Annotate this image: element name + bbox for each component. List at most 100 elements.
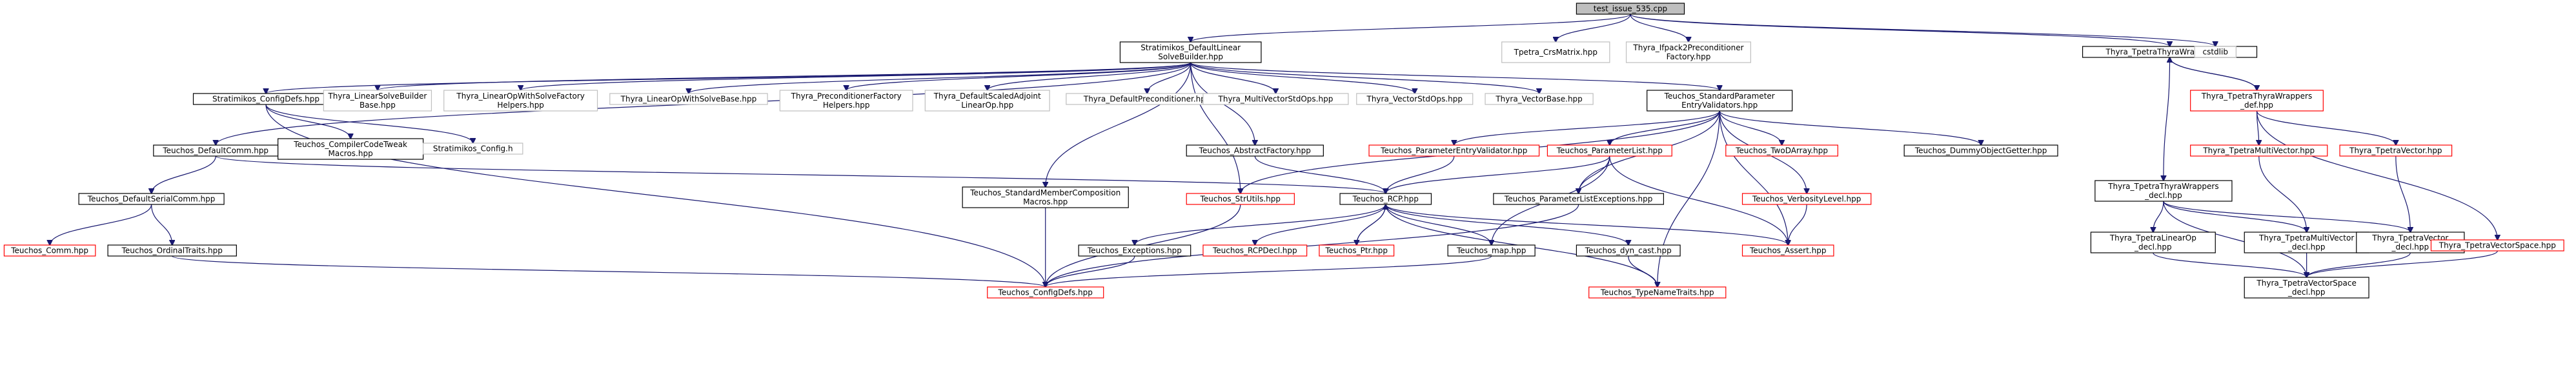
node-teuchos-std-param-validators[interactable]: Teuchos_StandardParameterEntryValidators… (1647, 90, 1793, 112)
node-thyra-tpetra-linear-op-decl[interactable]: Thyra_TpetraLinearOp_decl.hpp (2090, 232, 2216, 253)
node-teuchos-dyn-cast[interactable]: Teuchos_dyn_cast.hpp (1576, 244, 1681, 257)
edge-teuchos_param_list-to-teuchos_param_list_exceptions (1579, 155, 1610, 193)
node-thyra-lows-factory[interactable]: Thyra_LinearOpWithSolveFactoryHelpers.hp… (443, 90, 598, 112)
node-label: Teuchos_DefaultSerialComm.hpp (87, 195, 216, 204)
node-teuchos-verbosity-level[interactable]: Teuchos_VerbosityLevel.hpp (1741, 193, 1872, 205)
node-teuchos-config-defs[interactable]: Teuchos_ConfigDefs.hpp (987, 286, 1104, 299)
edge-thyra_tpetra_mv-to-thyra_tpetra_mv_decl (2258, 155, 2307, 232)
node-tpetra-crs[interactable]: Tpetra_CrsMatrix.hpp (1501, 41, 1610, 63)
node-label: Thyra_TpetraVectorSpace (2256, 279, 2356, 288)
edge-teuchos_param_list-to-teuchos_assert (1609, 155, 1788, 245)
node-teuchos-type-name-traits[interactable]: Teuchos_TypeNameTraits.hpp (1588, 286, 1727, 299)
node-box (1903, 144, 2058, 157)
node-cstdlib[interactable]: cstdlib (2194, 46, 2236, 58)
node-label: Teuchos_OrdinalTraits.hpp (121, 246, 223, 255)
node-label: Base.hpp (360, 101, 396, 110)
node-label: Thyra_VectorBase.hpp (1495, 95, 1582, 104)
node-label: Teuchos_RCP.hpp (1352, 195, 1419, 204)
node-teuchos-map[interactable]: Teuchos_map.hpp (1447, 244, 1536, 257)
node-teuchos-str-utils[interactable]: Teuchos_StrUtils.hpp (1186, 193, 1295, 205)
node-label: Teuchos_VerbosityLevel.hpp (1752, 195, 1861, 204)
node-thyra-tpetra-mv-decl[interactable]: Thyra_TpetraMultiVector_decl.hpp (2244, 232, 2369, 253)
node-teuchos-ordinal-traits[interactable]: Teuchos_OrdinalTraits.hpp (107, 244, 237, 257)
edge-strat_builder-to-thyra_scaled_adjoint (988, 62, 1192, 90)
node-teuchos-std-member-comp[interactable]: Teuchos_StandardMemberCompositionMacros.… (962, 186, 1129, 208)
node-label: Helpers.hpp (823, 101, 870, 110)
node-label: Teuchos_StrUtils.hpp (1200, 195, 1281, 204)
node-strat-config-h[interactable]: Stratimikos_Config.h (422, 143, 523, 155)
node-label: Thyra_TpetraMultiVector (2258, 233, 2354, 242)
node-label: SolveBuilder.hpp (1158, 52, 1223, 61)
edge-teuchos_param_list-to-teuchos_rcp (1386, 155, 1610, 193)
edge-teuchos_abstract_factory-to-teuchos_rcp (1254, 155, 1385, 193)
node-label: Thyra_TpetraThyraWrappers (2201, 92, 2312, 101)
node-teuchos-default-serial-comm[interactable]: Teuchos_DefaultSerialComm.hpp (78, 193, 225, 205)
node-teuchos-param-list[interactable]: Teuchos_ParameterList.hpp (1547, 144, 1672, 157)
node-label: cstdlib (2203, 48, 2228, 57)
node-label: Factory.hpp (1667, 52, 1711, 61)
node-teuchos-assert[interactable]: Teuchos_Assert.hpp (1741, 244, 1834, 257)
edge-teuchos_dyn_cast-to-teuchos_type_name_traits (1628, 255, 1658, 287)
node-label: Teuchos_TypeNameTraits.hpp (1600, 288, 1714, 297)
edge-thyra_tpetra_vector_space-to-thyra_tpetra_vector_space_decl (2307, 250, 2498, 277)
edge-teuchos_default_comm-to-teuchos_default_serial_comm (152, 155, 216, 193)
node-label: Thyra_Ifpack2Preconditioner (1632, 43, 1743, 52)
node-teuchos-default-comm[interactable]: Teuchos_DefaultComm.hpp (153, 144, 279, 157)
node-teuchos-param-list-exceptions[interactable]: Teuchos_ParameterListExceptions.hpp (1493, 193, 1664, 205)
node-box (1576, 3, 1685, 15)
edge-teuchos_rcp-to-teuchos_dyn_cast (1385, 204, 1628, 245)
node-box (924, 90, 1050, 112)
edge-strat_configdefs-to-teuchos_compiler_tweak (265, 104, 350, 139)
node-strat-configdefs[interactable]: Stratimikos_ConfigDefs.hpp (192, 93, 340, 105)
node-thyra-tpetra-vector[interactable]: Thyra_TpetraVector.hpp (2339, 144, 2453, 157)
node-teuchos-rcp-decl[interactable]: Teuchos_RCPDecl.hpp (1202, 244, 1308, 257)
node-teuchos-ptr[interactable]: Teuchos_Ptr.hpp (1319, 244, 1395, 257)
node-box (443, 90, 598, 112)
node-label: _decl.hpp (2287, 288, 2326, 297)
node-thyra-tpetra-vector-space[interactable]: Thyra_TpetraVectorSpace.hpp (2430, 239, 2564, 252)
node-thyra-tpetra-mv[interactable]: Thyra_TpetraMultiVector.hpp (2190, 144, 2328, 157)
node-label: Thyra_DefaultPreconditioner.hpp (1083, 95, 1211, 104)
node-box (1647, 90, 1793, 112)
node-box (987, 286, 1104, 299)
node-thyra-tpetra-wrappers-def[interactable]: Thyra_TpetraThyraWrappers_def.hpp (2190, 90, 2324, 112)
edge-root-to-thyra_ifpack2 (1630, 14, 1689, 42)
node-thyra-lows-base[interactable]: Thyra_LinearOpWithSolveBase.hpp (609, 93, 768, 105)
node-teuchos-dummy-getter[interactable]: Teuchos_DummyObjectGetter.hpp (1903, 144, 2058, 157)
node-strat-builder[interactable]: Stratimikos_DefaultLinearSolveBuilder.hp… (1119, 41, 1262, 63)
edge-teuchos_param_entry_validator-to-teuchos_rcp (1386, 155, 1455, 193)
node-box (609, 93, 768, 105)
node-thyra-v-std-ops[interactable]: Thyra_VectorStdOps.hpp (1356, 93, 1474, 105)
node-thyra-mv-std-ops[interactable]: Thyra_MultiVectorStdOps.hpp (1202, 93, 1349, 105)
node-label: Macros.hpp (1023, 197, 1068, 206)
node-thyra-tpetra-wrappers-decl[interactable]: Thyra_TpetraThyraWrappers_decl.hpp (2094, 180, 2233, 202)
node-teuchos-two-darray[interactable]: Teuchos_TwoDArray.hpp (1725, 144, 1838, 157)
edge-root-to-cstdlib (1630, 14, 2215, 46)
node-label: Teuchos_DummyObjectGetter.hpp (1914, 146, 2047, 155)
node-label: Thyra_LinearOpWithSolveFactory (456, 92, 585, 101)
node-teuchos-param-entry-validator[interactable]: Teuchos_ParameterEntryValidator.hpp (1368, 144, 1540, 157)
node-box (1119, 41, 1262, 63)
node-thyra-tpetra-vector-space-decl[interactable]: Thyra_TpetraVectorSpace_decl.hpp (2244, 277, 2369, 299)
header-nodes: test_issue_535.cppStratimikos_DefaultLin… (3, 3, 2564, 299)
node-teuchos-comm[interactable]: Teuchos_Comm.hpp (3, 244, 96, 257)
node-label: Thyra_TpetraVectorSpace.hpp (2439, 241, 2556, 250)
edge-teuchos_std_param_validators-to-teuchos_dummy_getter (1719, 110, 1981, 145)
edge-teuchos_rcp-to-teuchos_map (1385, 204, 1492, 245)
node-teuchos-rcp[interactable]: Teuchos_RCP.hpp (1339, 193, 1432, 205)
node-box (1501, 41, 1610, 63)
node-label: Teuchos_map.hpp (1456, 246, 1526, 255)
node-thyra-vector-base[interactable]: Thyra_VectorBase.hpp (1485, 93, 1594, 105)
node-label: Thyra_LinearSolveBuilder (327, 92, 427, 101)
node-box (1319, 244, 1395, 257)
node-label: Teuchos_dyn_cast.hpp (1585, 246, 1672, 255)
node-teuchos-exceptions[interactable]: Teuchos_Exceptions.hpp (1078, 244, 1192, 257)
node-teuchos-abstract-factory[interactable]: Teuchos_AbstractFactory.hpp (1186, 144, 1324, 157)
node-box (2244, 277, 2369, 299)
